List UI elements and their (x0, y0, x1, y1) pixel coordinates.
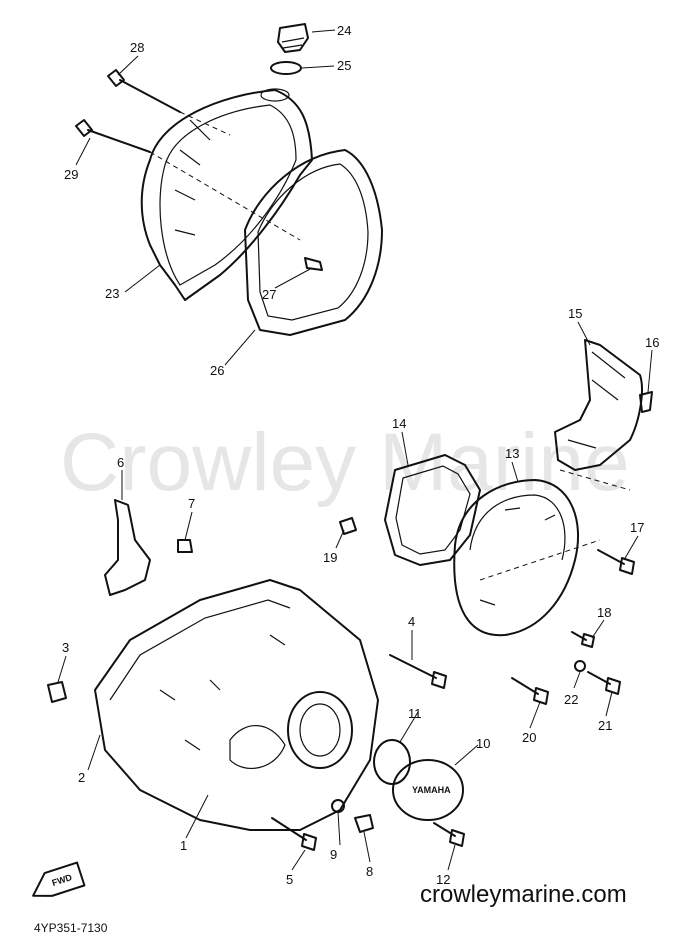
callout-6: 6 (117, 455, 124, 470)
callout-24: 24 (337, 23, 351, 38)
callout-16: 16 (645, 335, 659, 350)
callout-7: 7 (188, 496, 195, 511)
fwd-label: FWD (51, 872, 74, 888)
callout-10: 10 (476, 736, 490, 751)
bolt-20 (511, 677, 549, 705)
bolt-18 (571, 631, 595, 648)
gasket-14 (384, 454, 481, 566)
washer-22 (574, 660, 586, 672)
plug-8 (354, 814, 374, 833)
o-ring-25 (270, 61, 302, 75)
cover-13 (453, 469, 631, 637)
bolt-28 (107, 69, 231, 136)
dowel-19 (339, 517, 357, 535)
bracket-6 (104, 499, 151, 596)
callout-13: 13 (505, 446, 519, 461)
callout-8: 8 (366, 864, 373, 879)
website-text: crowleymarine.com (420, 881, 627, 908)
screw-12 (433, 822, 465, 847)
callout-22: 22 (564, 692, 578, 707)
callout-15: 15 (568, 306, 582, 321)
callout-18: 18 (597, 605, 611, 620)
callout-1: 1 (180, 838, 187, 853)
leader-lines (57, 29, 653, 871)
bolt-5 (271, 817, 317, 851)
callout-26: 26 (210, 363, 224, 378)
callout-3: 3 (62, 640, 69, 655)
callout-11: 11 (408, 706, 422, 721)
bolt-4 (389, 654, 447, 689)
plug-3 (47, 681, 67, 703)
cap-24 (277, 23, 309, 53)
o-ring-11 (373, 739, 411, 785)
callout-25: 25 (337, 58, 351, 73)
callout-21: 21 (598, 718, 612, 733)
callout-14: 14 (392, 416, 406, 431)
svg-text:YAMAHA: YAMAHA (412, 785, 451, 795)
crankcase-cover-2 (94, 579, 379, 831)
callout-29: 29 (64, 167, 78, 182)
callout-5: 5 (286, 872, 293, 887)
dowel-pin-27 (304, 257, 323, 271)
callout-20: 20 (522, 730, 536, 745)
callout-2: 2 (78, 770, 85, 785)
cap-10: YAMAHA (392, 759, 464, 821)
bolt-17 (597, 549, 635, 575)
callout-4: 4 (408, 614, 415, 629)
bolt-7 (177, 539, 193, 553)
watermark-text: Crowley Marine (60, 417, 630, 508)
callout-9: 9 (330, 847, 337, 862)
cover-15 (554, 339, 643, 471)
callout-23: 23 (105, 286, 119, 301)
drawing-code: 4YP351-7130 (34, 921, 108, 935)
fwd-arrow-icon: FWD (32, 861, 86, 897)
callout-19: 19 (323, 550, 337, 565)
callout-28: 28 (130, 40, 144, 55)
bolt-29 (75, 119, 301, 241)
callout-17: 17 (630, 520, 644, 535)
gasket-26 (244, 149, 383, 336)
upper-housing-23 (140, 88, 313, 301)
callout-12: 12 (436, 872, 450, 887)
callout-27: 27 (262, 287, 276, 302)
pad-16 (639, 391, 653, 413)
bolt-21 (587, 671, 621, 695)
